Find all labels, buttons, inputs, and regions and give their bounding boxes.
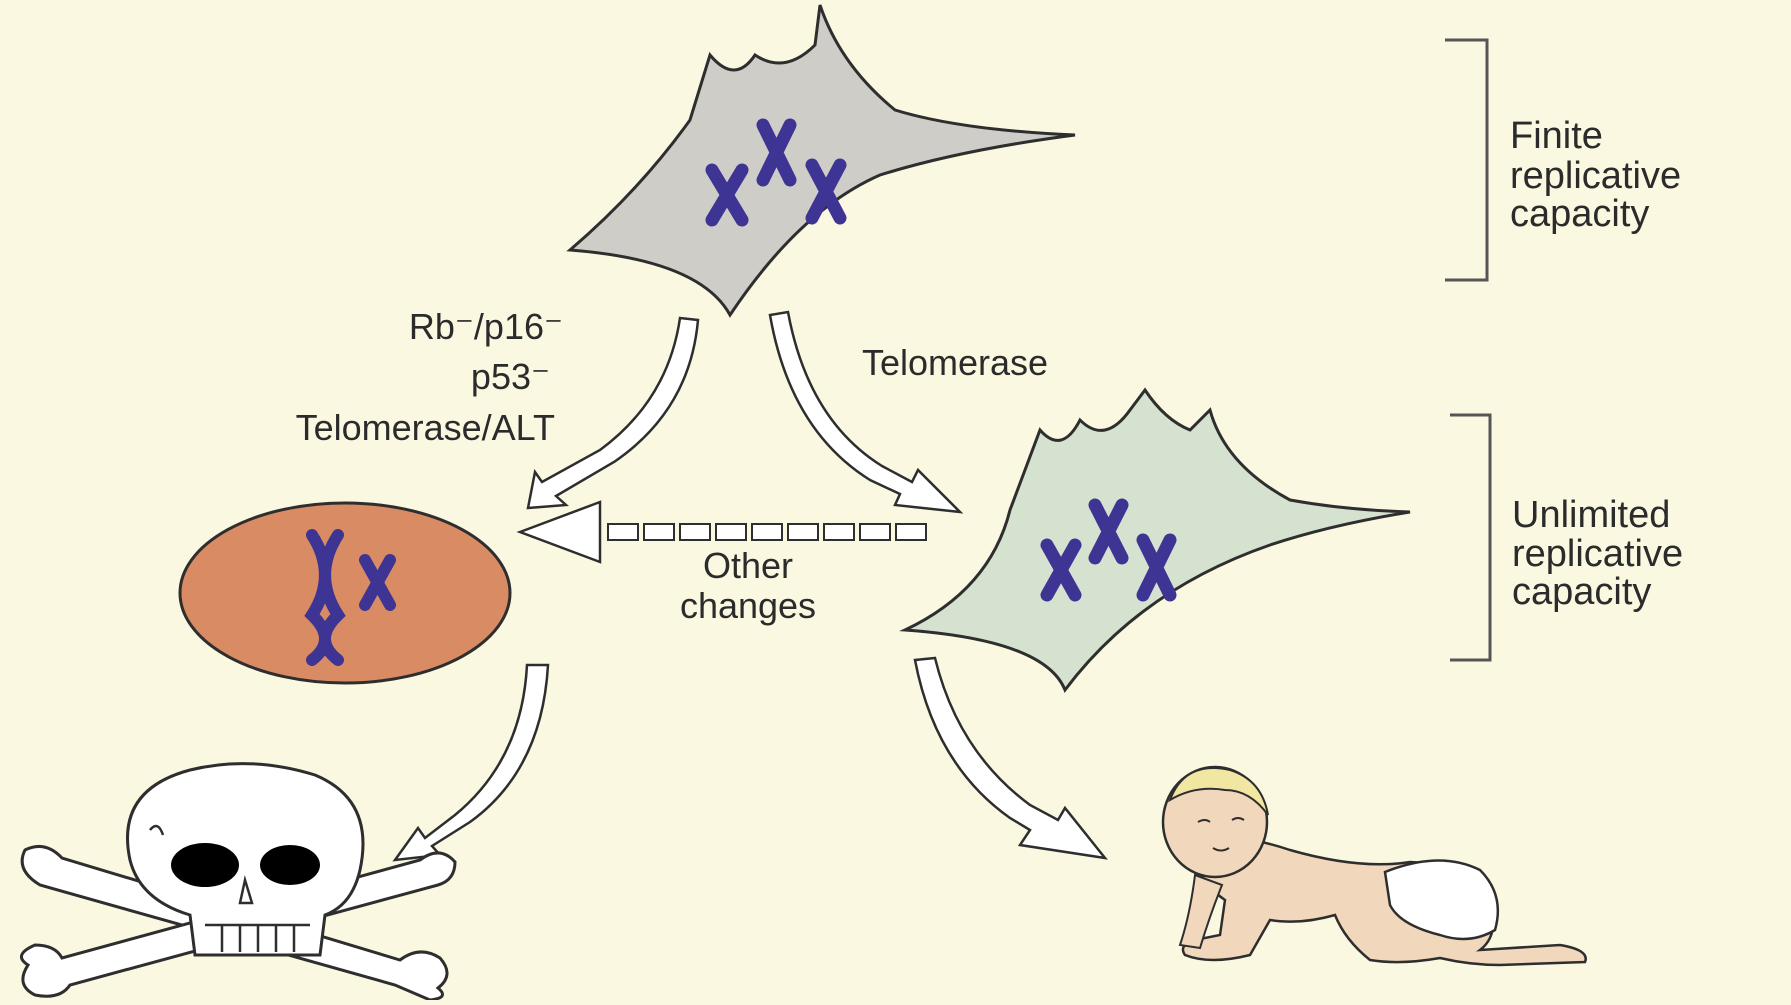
finite-label-line-2: replicative — [1510, 155, 1681, 197]
finite-label-line-3: capacity — [1510, 193, 1649, 235]
normal-cell-body — [570, 5, 1075, 315]
immortal-cell — [905, 390, 1410, 690]
baby-icon — [1163, 767, 1586, 965]
changes-label: changes — [680, 585, 816, 626]
unlimited-bracket-line — [1450, 415, 1490, 660]
tumor-cell — [180, 503, 510, 683]
immortal-cell-body — [905, 390, 1410, 690]
unlimited-bracket: Unlimited replicative capacity — [1450, 415, 1683, 660]
rb-p16-label: Rb⁻/p16⁻ — [409, 306, 563, 347]
unlimited-label-line-2: replicative — [1512, 533, 1683, 575]
other-changes-arrowhead — [520, 502, 600, 562]
finite-bracket: Finite replicative capacity — [1445, 40, 1681, 280]
normal-cell — [570, 5, 1075, 315]
arrow-to-death — [395, 665, 548, 860]
arrow-to-baby — [915, 658, 1105, 858]
unlimited-label-line-3: capacity — [1512, 571, 1651, 613]
unlimited-label-line-1: Unlimited — [1512, 494, 1670, 536]
skull-crossbones-icon — [21, 764, 455, 1000]
finite-bracket-line — [1445, 40, 1487, 280]
telomerase-label: Telomerase — [862, 342, 1048, 383]
telomerase-alt-label: Telomerase/ALT — [296, 407, 555, 448]
p53-label: p53⁻ — [471, 356, 550, 397]
tumor-cell-body — [180, 503, 510, 683]
other-label: Other — [703, 545, 793, 586]
finite-label-line-1: Finite — [1510, 115, 1603, 157]
